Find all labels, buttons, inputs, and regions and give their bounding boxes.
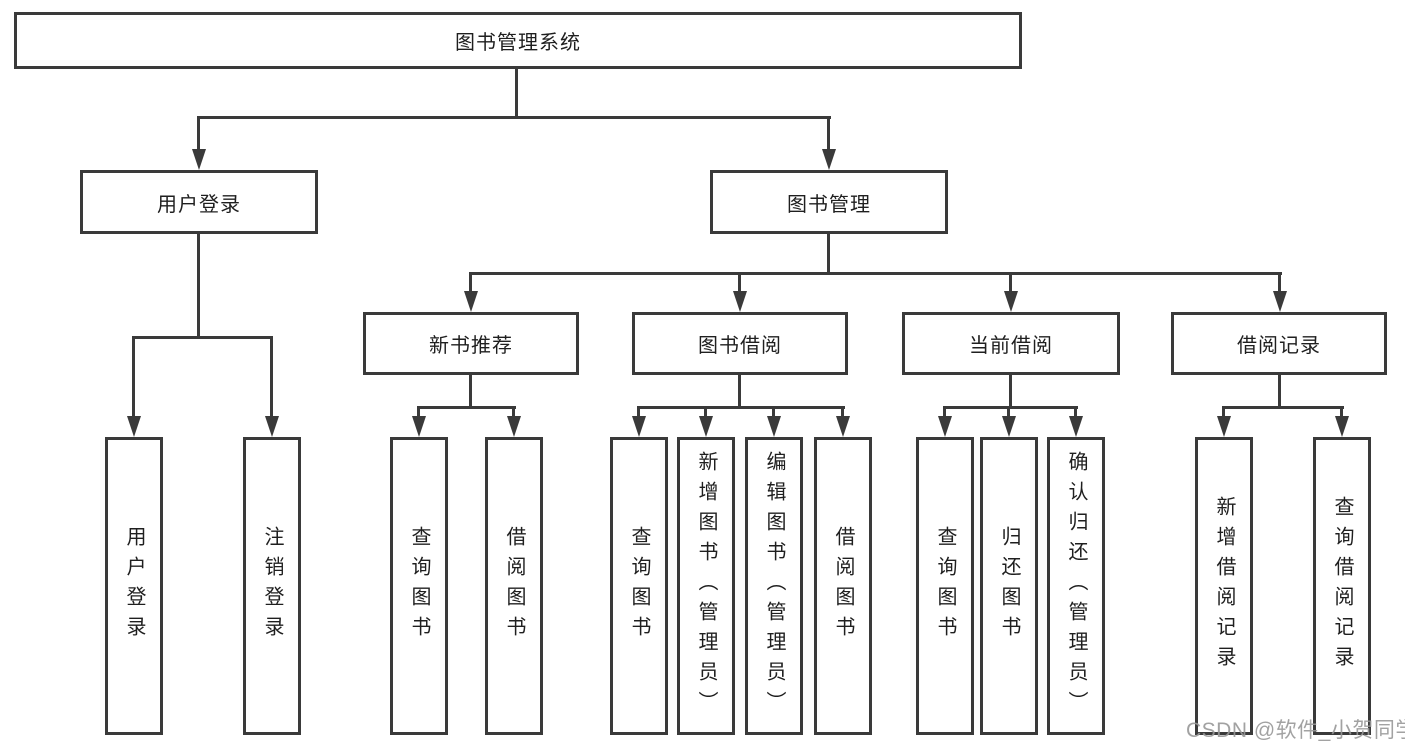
connector-line: [132, 336, 273, 339]
arrowhead: [1069, 416, 1083, 437]
node-book-borrow-label: 图书借阅: [698, 335, 782, 357]
arrowhead: [464, 291, 478, 312]
connector-line: [1222, 406, 1344, 409]
node-user-login: 用户登录: [80, 170, 318, 234]
arrowhead: [938, 416, 952, 437]
arrowhead: [767, 416, 781, 437]
connector-line: [132, 336, 135, 420]
arrowhead: [822, 149, 836, 170]
node-book-mgmt: 图书管理: [710, 170, 948, 234]
node-root-label: 图书管理系统: [455, 32, 581, 54]
connector-line: [1278, 272, 1281, 294]
connector-line: [515, 69, 518, 119]
arrowhead: [507, 416, 521, 437]
arrowhead: [699, 416, 713, 437]
connector-line: [197, 116, 831, 119]
csdn-watermark: CSDN @软件_小贺同学: [1186, 719, 1405, 742]
node-current-borrow-label: 当前借阅: [969, 335, 1053, 357]
arrowhead: [733, 291, 747, 312]
leaf-borrow-add: 新增图书（管理员）: [677, 437, 735, 735]
connector-line: [738, 272, 741, 294]
connector-line: [512, 406, 515, 420]
leaf-newbooks-query: 查询图书: [390, 437, 448, 735]
connector-line: [469, 272, 1282, 275]
leaf-records-add: 新增借阅记录: [1195, 437, 1253, 735]
node-borrow-records-label: 借阅记录: [1237, 335, 1321, 357]
connector-line: [827, 234, 830, 275]
arrowhead: [1335, 416, 1349, 437]
connector-line: [469, 375, 472, 408]
leaf-borrow-book: 借阅图书: [814, 437, 872, 735]
arrowhead: [1002, 416, 1016, 437]
leaf-borrow-edit: 编辑图书（管理员）: [745, 437, 803, 735]
leaf-borrow-edit-label: 编辑图书（管理员）: [763, 451, 785, 721]
connector-line: [637, 406, 845, 409]
connector-line: [772, 406, 775, 420]
connector-line: [637, 406, 640, 420]
arrowhead: [1273, 291, 1287, 312]
connector-line: [417, 406, 516, 409]
leaf-records-query-label: 查询借阅记录: [1331, 496, 1353, 676]
leaf-logout-label: 注销登录: [261, 526, 283, 646]
connector-line: [417, 406, 420, 420]
leaf-current-query-label: 查询图书: [934, 526, 956, 646]
leaf-newbooks-borrow-label: 借阅图书: [503, 526, 525, 646]
connector-line: [943, 406, 946, 420]
connector-line: [1009, 272, 1012, 294]
connector-line: [1007, 406, 1010, 420]
leaf-newbooks-query-label: 查询图书: [408, 526, 430, 646]
connector-line: [270, 336, 273, 420]
connector-line: [738, 375, 741, 408]
leaf-user-login-label: 用户登录: [123, 526, 145, 646]
node-new-books: 新书推荐: [363, 312, 579, 375]
node-current-borrow: 当前借阅: [902, 312, 1120, 375]
leaf-current-confirm-label: 确认归还（管理员）: [1065, 451, 1087, 721]
leaf-borrow-query: 查询图书: [610, 437, 668, 735]
leaf-current-return: 归还图书: [980, 437, 1038, 735]
leaf-records-query: 查询借阅记录: [1313, 437, 1371, 735]
node-root: 图书管理系统: [14, 12, 1022, 69]
leaf-borrow-book-label: 借阅图书: [832, 526, 854, 646]
leaf-borrow-query-label: 查询图书: [628, 526, 650, 646]
node-book-mgmt-label: 图书管理: [787, 193, 871, 216]
node-book-borrow: 图书借阅: [632, 312, 848, 375]
leaf-user-login: 用户登录: [105, 437, 163, 735]
arrowhead: [192, 149, 206, 170]
leaf-current-return-label: 归还图书: [998, 526, 1020, 646]
connector-line: [469, 272, 472, 294]
arrowhead: [265, 416, 279, 437]
connector-line: [1074, 406, 1077, 420]
leaf-borrow-add-label: 新增图书（管理员）: [695, 451, 717, 721]
connector-line: [1278, 375, 1281, 408]
leaf-logout: 注销登录: [243, 437, 301, 735]
connector-line: [704, 406, 707, 420]
connector-line: [197, 116, 200, 152]
connector-line: [943, 406, 1078, 409]
leaf-current-query: 查询图书: [916, 437, 974, 735]
node-new-books-label: 新书推荐: [429, 335, 513, 357]
connector-line: [197, 234, 200, 338]
node-borrow-records: 借阅记录: [1171, 312, 1387, 375]
connector-line: [841, 406, 844, 420]
node-user-login-label: 用户登录: [157, 193, 241, 216]
arrowhead: [127, 416, 141, 437]
connector-line: [827, 116, 830, 152]
connector-line: [1340, 406, 1343, 420]
arrowhead: [412, 416, 426, 437]
leaf-records-add-label: 新增借阅记录: [1213, 496, 1235, 676]
leaf-current-confirm: 确认归还（管理员）: [1047, 437, 1105, 735]
arrowhead: [632, 416, 646, 437]
arrowhead: [836, 416, 850, 437]
connector-line: [1222, 406, 1225, 420]
connector-line: [1009, 375, 1012, 408]
arrowhead: [1217, 416, 1231, 437]
arrowhead: [1004, 291, 1018, 312]
leaf-newbooks-borrow: 借阅图书: [485, 437, 543, 735]
